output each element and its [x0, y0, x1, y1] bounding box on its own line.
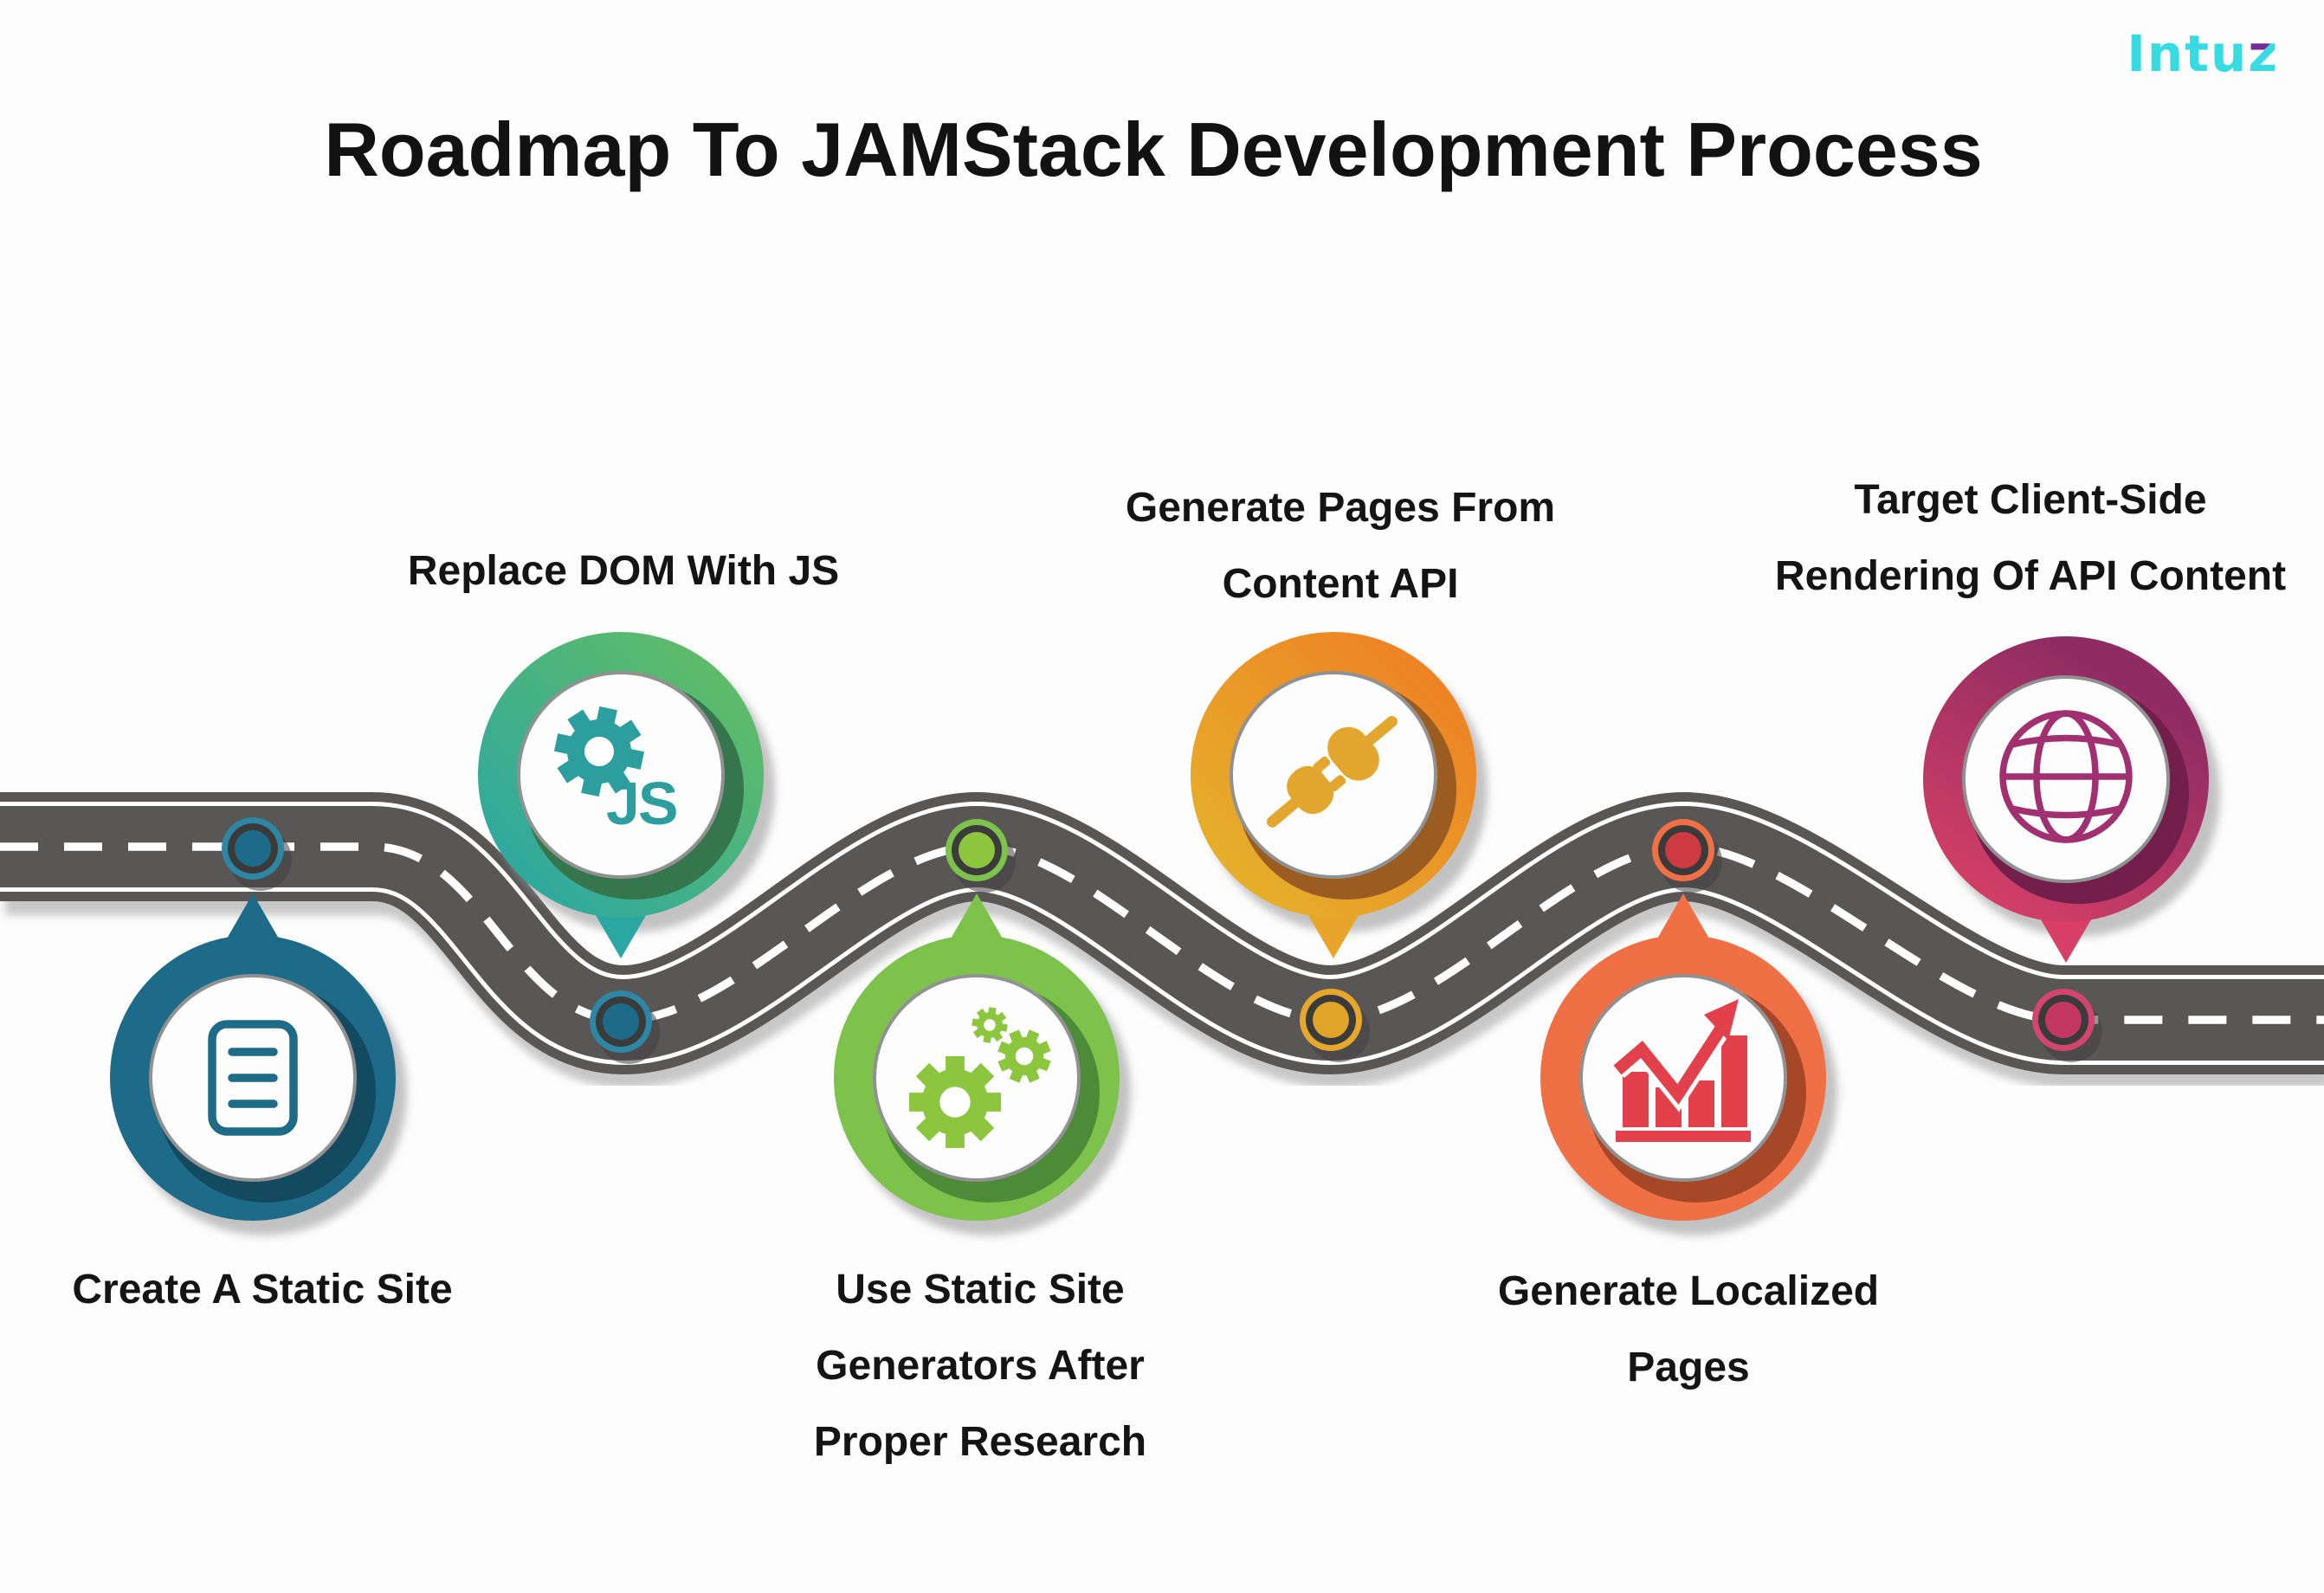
- road-marker-dot-6: [2032, 989, 2102, 1062]
- milestone-inner-circle: [1230, 671, 1437, 879]
- road-marker-dot-1: [222, 817, 292, 891]
- step-label-line: Replace DOM With JS: [407, 548, 840, 594]
- road-markers: [222, 817, 2102, 1064]
- step-label-client-side-rendering: Target Client-Side Rendering Of API Cont…: [1775, 462, 2286, 615]
- step-label-line: Pages: [1627, 1345, 1750, 1390]
- step-label-generate-pages: Generate Pages From Content API: [1126, 470, 1555, 622]
- step-label-replace-dom: Replace DOM With JS: [408, 533, 839, 609]
- plug-icon: [1267, 715, 1398, 828]
- logo-text-accent: z: [2248, 24, 2279, 83]
- intuz-logo: Intuz: [2127, 24, 2279, 83]
- document-icon: [208, 1020, 298, 1136]
- step-label-line: Generators After: [816, 1343, 1145, 1389]
- globe-icon: [1999, 710, 2133, 843]
- road-marker-dot-4: [1300, 989, 1370, 1062]
- milestone-4: [1191, 632, 1488, 958]
- step-label-line: Proper Research: [813, 1419, 1147, 1465]
- step-label-static-site-generators: Use Static Site Generators After Proper …: [814, 1252, 1146, 1480]
- step-label-line: Target Client-Side: [1854, 477, 2207, 523]
- milestone-5: [1540, 893, 1837, 1235]
- milestone-3: [834, 893, 1131, 1235]
- step-label-line: Generate Localized: [1497, 1268, 1880, 1314]
- step-label-line: Generate Pages From: [1125, 485, 1556, 531]
- page-title: Roadmap To JAMStack Development Process: [324, 106, 1983, 192]
- step-label-line: Rendering Of API Content: [1774, 553, 2287, 599]
- growth-chart-icon: [1611, 999, 1751, 1142]
- road-marker-dot-2: [590, 990, 660, 1064]
- milestone-2: JS: [478, 632, 775, 958]
- milestone-1: [110, 893, 407, 1235]
- js-icon-text: JS: [606, 770, 677, 837]
- logo-text-main: Intu: [2127, 24, 2249, 83]
- step-label-create-static-site: Create A Static Site: [72, 1252, 452, 1328]
- road-marker-dot-3: [946, 819, 1016, 893]
- road-marker-dot-5: [1652, 819, 1722, 893]
- step-label-localized-pages: Generate Localized Pages: [1498, 1254, 1879, 1406]
- step-label-line: Content API: [1222, 561, 1459, 607]
- gear-js-icon: JS: [547, 700, 679, 837]
- step-label-line: Use Static Site: [836, 1267, 1125, 1312]
- step-label-line: Create A Static Site: [72, 1267, 453, 1312]
- milestone-6: [1923, 636, 2220, 963]
